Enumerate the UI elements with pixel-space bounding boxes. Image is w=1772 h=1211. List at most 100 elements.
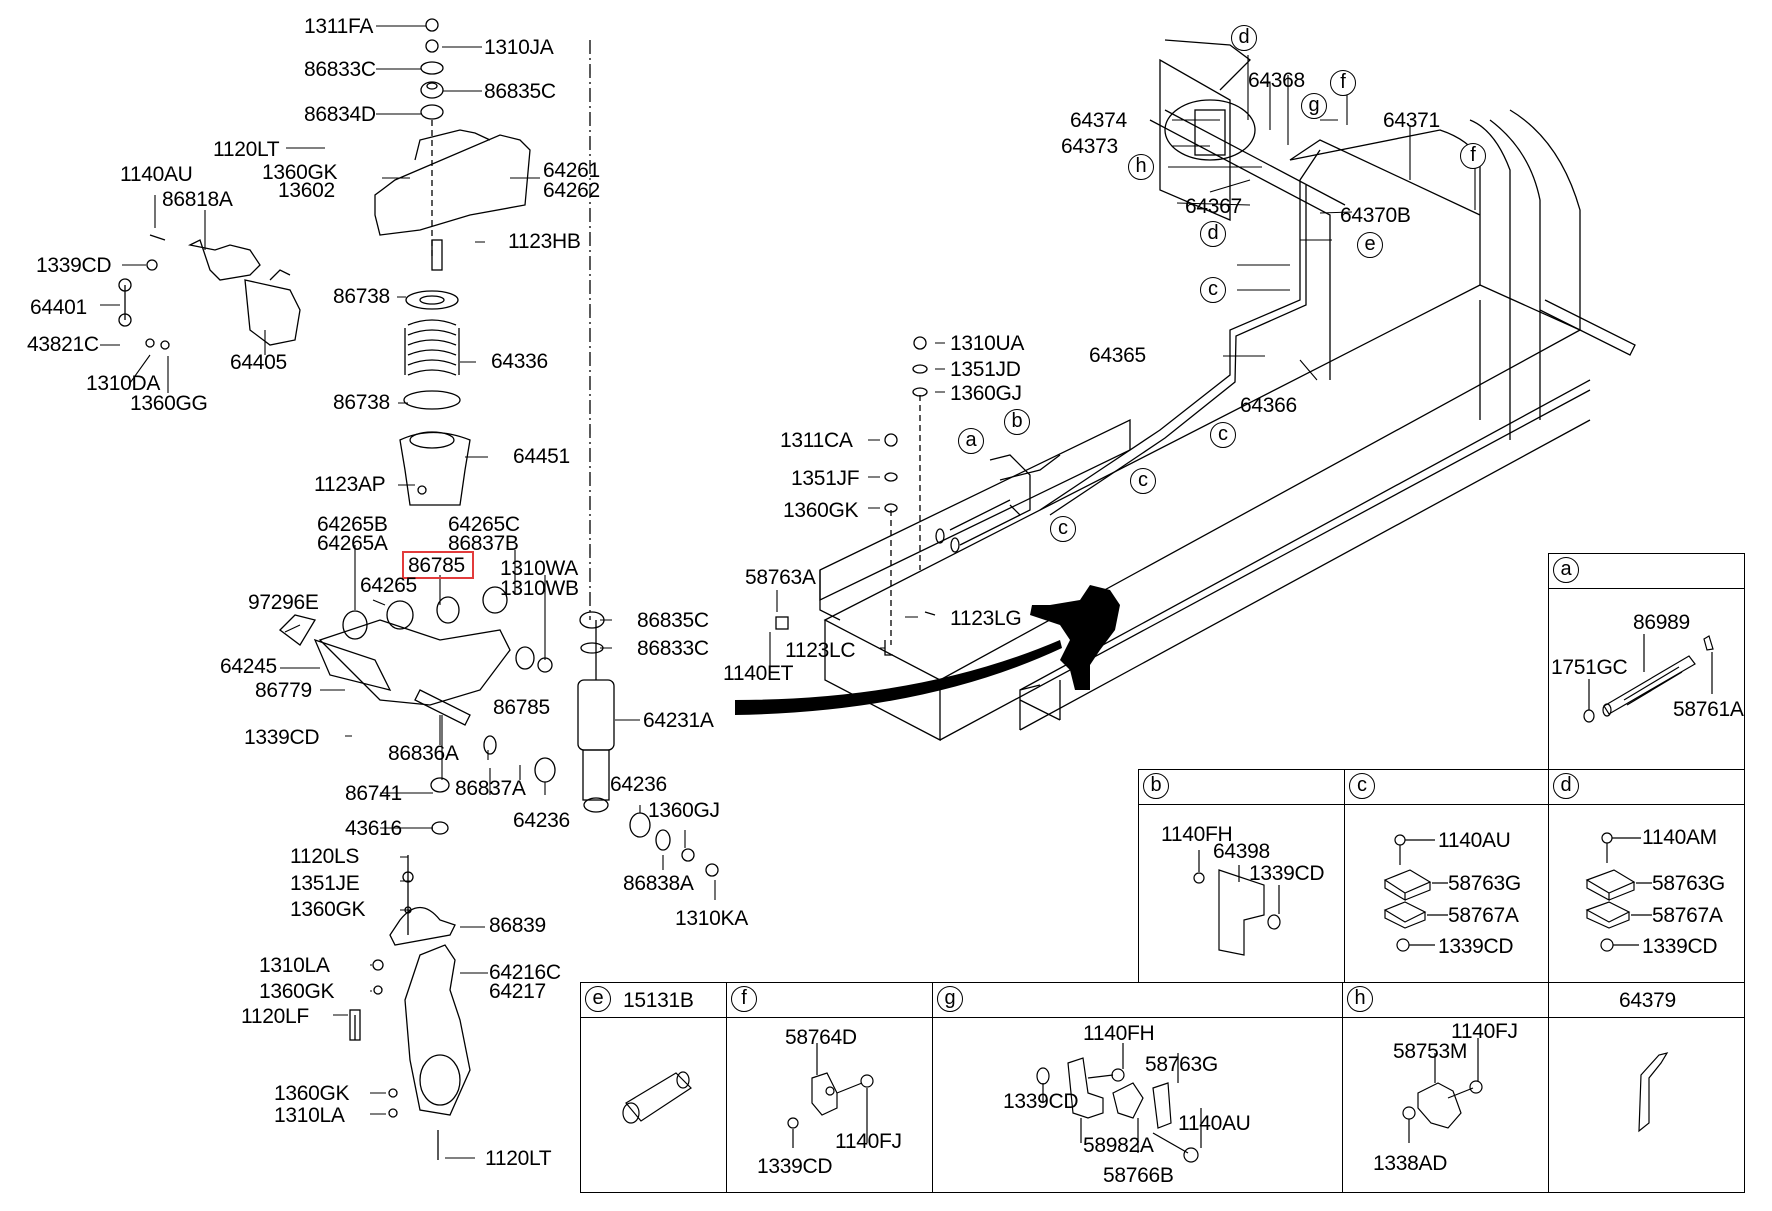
part-label[interactable]: 86738 (333, 285, 390, 308)
part-label[interactable]: 58763G (1145, 1053, 1218, 1076)
part-label[interactable]: 64217 (489, 980, 546, 1003)
part-label[interactable]: 58761A (1673, 698, 1744, 721)
part-label[interactable]: 1310KA (675, 907, 748, 930)
part-label[interactable]: 86838A (623, 872, 694, 895)
part-label[interactable]: 1120LT (485, 1147, 552, 1170)
part-label[interactable]: 13602 (278, 179, 335, 202)
part-label[interactable]: 1310WB (500, 577, 579, 600)
part-label[interactable]: 64265A (317, 532, 388, 555)
part-label[interactable]: 1360GK (262, 161, 338, 184)
part-label[interactable]: 64236 (610, 773, 667, 796)
part-label[interactable]: 1360GK (259, 980, 335, 1003)
part-label[interactable]: 43616 (345, 817, 402, 840)
part-label[interactable]: 1351JF (791, 467, 860, 490)
part-label[interactable]: 86836A (388, 742, 459, 765)
part-label[interactable]: 1140FJ (835, 1130, 902, 1153)
part-label[interactable]: 1310DA (86, 372, 161, 395)
part-label[interactable]: 86741 (345, 782, 402, 805)
part-label[interactable]: 86779 (255, 679, 312, 702)
part-label-highlighted[interactable]: 86785 (408, 554, 465, 577)
part-label[interactable]: 86738 (333, 391, 390, 414)
part-label[interactable]: 1360GK (290, 898, 366, 921)
part-label[interactable]: 58763G (1448, 872, 1521, 895)
part-label[interactable]: 97296E (248, 591, 319, 614)
part-label[interactable]: 86833C (304, 58, 376, 81)
part-label[interactable]: 58763A (745, 566, 816, 589)
part-label[interactable]: 1140ET (723, 662, 794, 685)
part-label[interactable]: 1140FH (1161, 823, 1233, 846)
part-label[interactable]: 1338AD (1373, 1152, 1448, 1175)
part-label[interactable]: 1310LA (259, 954, 330, 977)
part-label[interactable]: 1140FH (1083, 1022, 1155, 1045)
part-label[interactable]: 86835C (484, 80, 556, 103)
part-label[interactable]: 1140AM (1642, 826, 1717, 849)
part-label[interactable]: 1140AU (120, 163, 193, 186)
part-label[interactable]: 1360GK (274, 1082, 350, 1105)
part-label[interactable]: 1351JD (950, 358, 1021, 381)
part-label[interactable]: 86834D (304, 103, 376, 126)
part-label[interactable]: 1311CA (780, 429, 853, 452)
part-label[interactable]: 1120LT (213, 138, 280, 161)
part-label[interactable]: 64405 (230, 351, 287, 374)
part-label[interactable]: 86837A (455, 777, 526, 800)
part-label[interactable]: 1351JE (290, 872, 360, 895)
part-label[interactable]: 1360GG (130, 392, 208, 415)
part-label[interactable]: 43821C (27, 333, 99, 356)
part-label[interactable]: 58982A (1083, 1134, 1154, 1157)
part-label[interactable]: 86839 (489, 914, 546, 937)
part-label[interactable]: 86785 (493, 696, 550, 719)
part-label[interactable]: 64245 (220, 655, 277, 678)
part-label[interactable]: 64265 (360, 574, 417, 597)
part-label[interactable]: 1339CD (36, 254, 112, 277)
part-label[interactable]: 1339CD (1642, 935, 1718, 958)
part-label[interactable]: 64262 (543, 179, 600, 202)
part-label[interactable]: 64265B (317, 513, 388, 536)
part-label[interactable]: 1140AU (1438, 829, 1511, 852)
part-label[interactable]: 64370B (1340, 204, 1411, 227)
part-label[interactable]: 64371 (1383, 109, 1440, 132)
part-label[interactable]: 86989 (1633, 611, 1690, 634)
part-label[interactable]: 86818A (162, 188, 233, 211)
part-label[interactable]: 58753M (1393, 1040, 1468, 1063)
part-label[interactable]: 64368 (1248, 69, 1305, 92)
part-label[interactable]: 1140FJ (1451, 1020, 1518, 1043)
part-label[interactable]: 64336 (491, 350, 548, 373)
part-label[interactable]: 1310LA (274, 1104, 345, 1127)
panel-header-part[interactable]: 15131B (623, 989, 694, 1012)
panel-header-part[interactable]: 64379 (1619, 989, 1676, 1012)
part-label[interactable]: 1339CD (1003, 1090, 1079, 1113)
part-label[interactable]: 1339CD (757, 1155, 833, 1178)
part-label[interactable]: 64374 (1070, 109, 1127, 132)
part-label[interactable]: 1123LG (950, 607, 1022, 630)
part-label[interactable]: 1120LF (241, 1005, 309, 1028)
part-label[interactable]: 1339CD (1438, 935, 1514, 958)
part-label[interactable]: 1123AP (314, 473, 386, 496)
part-label[interactable]: 58767A (1448, 904, 1519, 927)
part-label[interactable]: 1123LC (785, 639, 856, 662)
part-label[interactable]: 64265C (448, 513, 520, 536)
part-label[interactable]: 58763G (1652, 872, 1725, 895)
part-label[interactable]: 1120LS (290, 845, 360, 868)
part-label[interactable]: 64373 (1061, 135, 1118, 158)
part-label[interactable]: 1360GJ (950, 382, 1022, 405)
part-label[interactable]: 1311FA (304, 15, 374, 38)
part-label[interactable]: 58764D (785, 1026, 857, 1049)
part-label[interactable]: 64261 (543, 159, 600, 182)
part-label[interactable]: 86837B (448, 532, 519, 555)
part-label[interactable]: 64367 (1185, 195, 1242, 218)
part-label[interactable]: 64451 (513, 445, 570, 468)
part-label[interactable]: 64216C (489, 961, 561, 984)
part-label[interactable]: 64366 (1240, 394, 1297, 417)
part-label[interactable]: 1339CD (1249, 862, 1325, 885)
part-label[interactable]: 1310JA (484, 36, 554, 59)
part-label[interactable]: 64236 (513, 809, 570, 832)
part-label[interactable]: 1360GK (783, 499, 859, 522)
part-label[interactable]: 1123HB (508, 230, 581, 253)
part-label[interactable]: 58767A (1652, 904, 1723, 927)
part-label[interactable]: 64365 (1089, 344, 1146, 367)
part-label[interactable]: 1751GC (1551, 656, 1628, 679)
part-label[interactable]: 64398 (1213, 840, 1270, 863)
part-label[interactable]: 86835C (637, 609, 709, 632)
part-label[interactable]: 1310UA (950, 332, 1025, 355)
part-label[interactable]: 1310WA (500, 557, 578, 580)
